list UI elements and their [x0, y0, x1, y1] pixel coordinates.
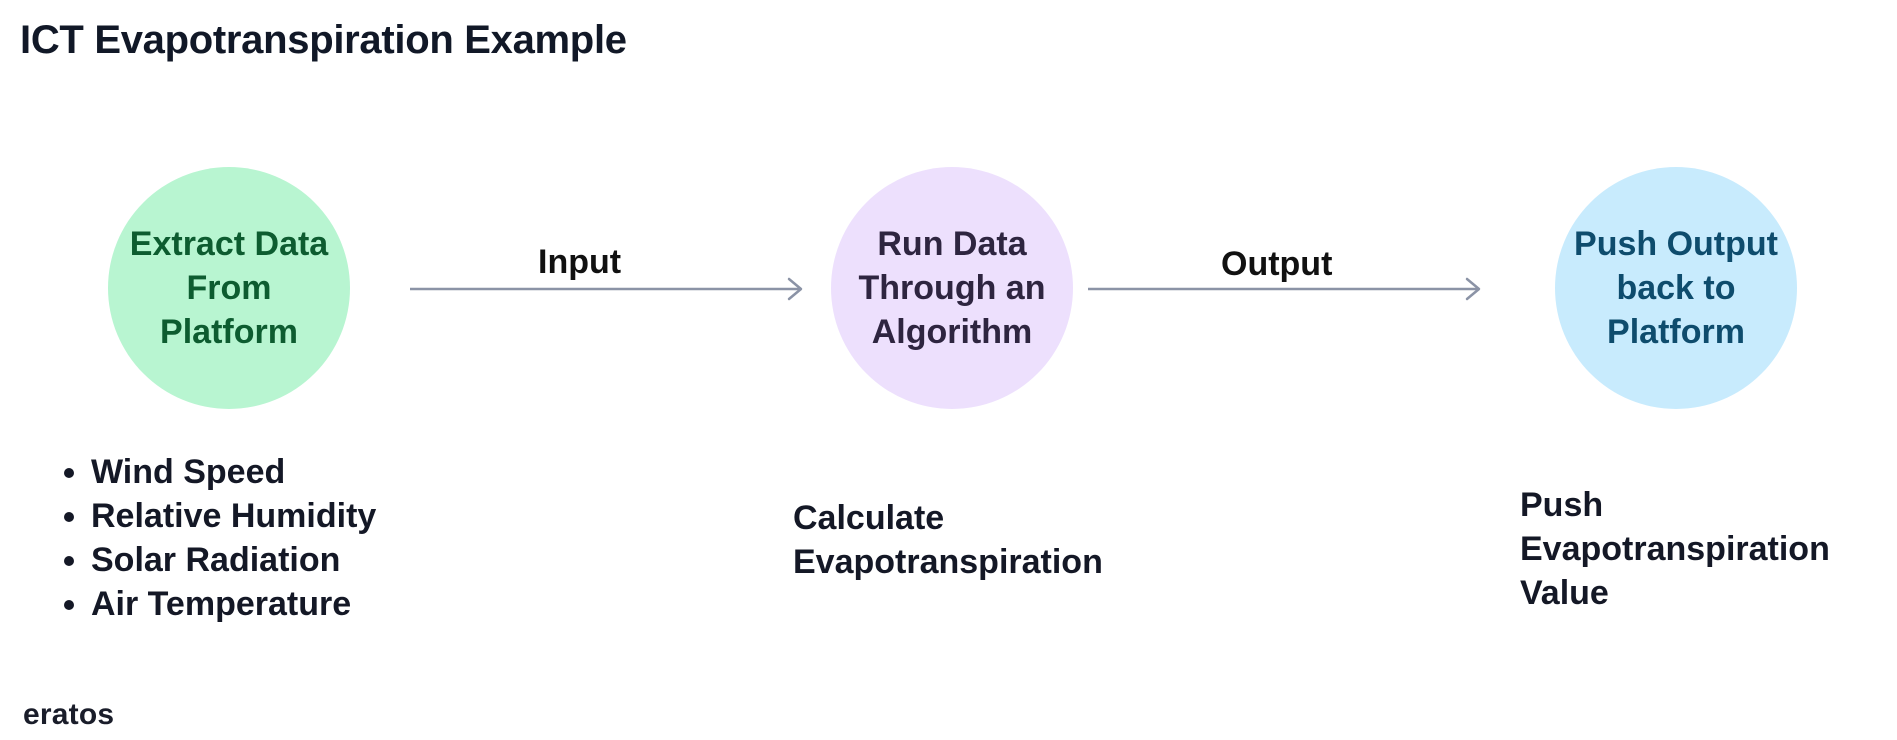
- arrow-label-output: Output: [1221, 245, 1333, 283]
- node-extract-data: Extract Data From Platform: [108, 167, 350, 409]
- node-label: Run Data Through an Algorithm: [858, 225, 1046, 351]
- node-run-algorithm: Run Data Through an Algorithm: [831, 167, 1073, 409]
- inputs-list: Wind Speed Relative Humidity Solar Radia…: [55, 450, 376, 626]
- output-description: Push Evapotranspiration Value: [1520, 483, 1830, 615]
- list-item: Relative Humidity: [91, 494, 376, 538]
- node-label: Push Output back to Platform: [1574, 225, 1778, 351]
- list-item: Wind Speed: [91, 450, 376, 494]
- arrow-output: [1088, 277, 1481, 301]
- node-push-output: Push Output back to Platform: [1555, 167, 1797, 409]
- list-item: Solar Radiation: [91, 538, 376, 582]
- list-item: Air Temperature: [91, 582, 376, 626]
- arrow-input: [410, 277, 803, 301]
- description-line: Push: [1520, 486, 1604, 524]
- description-line: Calculate: [793, 499, 945, 537]
- eratos-logo: eratos: [23, 698, 115, 731]
- description-line: Evapotranspiration: [1520, 530, 1830, 568]
- page-title: ICT Evapotranspiration Example: [20, 18, 627, 62]
- algorithm-description: Calculate Evapotranspiration: [793, 496, 1103, 584]
- description-line: Evapotranspiration: [793, 543, 1103, 581]
- description-line: Value: [1520, 574, 1609, 612]
- node-label: Extract Data From Platform: [129, 225, 329, 351]
- arrow-label-input: Input: [538, 243, 622, 281]
